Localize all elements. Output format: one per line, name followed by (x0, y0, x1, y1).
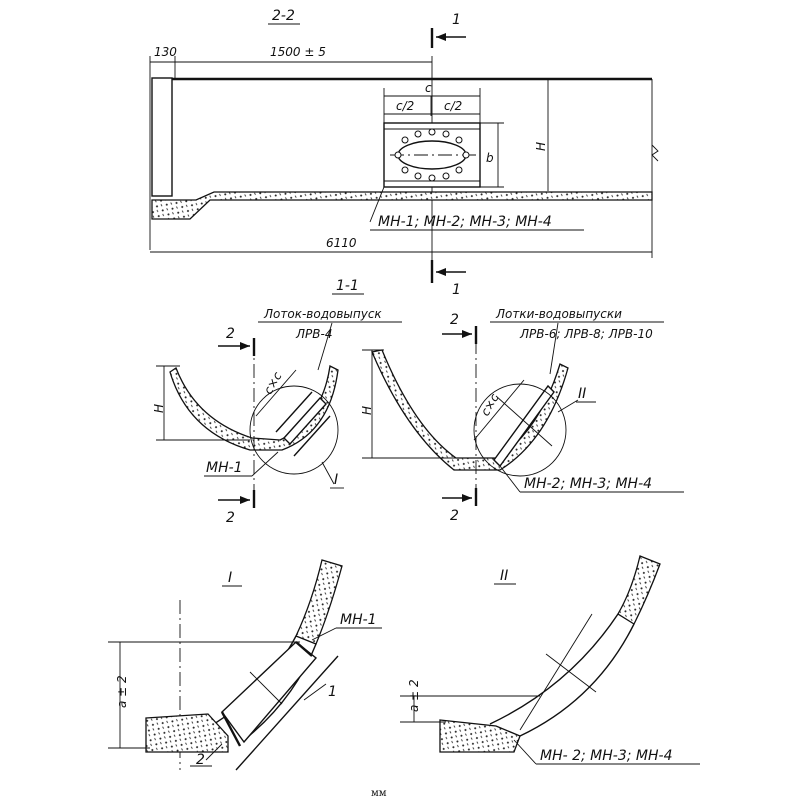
dim-130: 130 (154, 45, 177, 59)
detail-II-parts-label: МН- 2; МН-3; МН-4 (540, 748, 672, 764)
detail-ref-left: I (334, 472, 338, 488)
section-2-2-title: 2-2 (272, 8, 295, 24)
parts-label-2-2: МН-1; МН-2; МН-3; МН-4 (378, 214, 552, 230)
cut-marker-1-top: 1 (430, 12, 466, 48)
cut-left-top: 2 (226, 326, 235, 342)
dim-cxc-left: c×c (261, 369, 285, 396)
dim-h-2-2: H (534, 142, 548, 151)
detail-I-title: I (228, 570, 232, 586)
unit-label: мм (371, 788, 387, 799)
cut-marker-1-bottom: 1 (430, 260, 466, 298)
detail-I: I a ± 2 МН-1 1 2 (108, 559, 382, 771)
section-2-2: 2-2 1 130 1500 ± 5 H (149, 8, 659, 298)
dim-h-left: H (152, 404, 166, 413)
section-1-1-right: Лотки-водовыпуски ЛРВ-6; ЛРВ-8; ЛРВ-10 2… (360, 307, 684, 524)
dim-c-half-left: c/2 (396, 99, 414, 113)
cut-left-bottom: 2 (226, 510, 235, 526)
dim-a-I: a ± 2 (115, 675, 129, 708)
dim-h-right: H (360, 406, 374, 415)
embedded-plate: c c/2 c/2 b (369, 81, 504, 223)
dim-b: b (486, 151, 494, 165)
parts-label-right: МН-2; МН-3; МН-4 (524, 476, 652, 492)
detail-II: II a ± 2 МН- 2; МН-3; МН-4 (400, 555, 700, 765)
dim-6110: 6110 (326, 236, 357, 250)
cut-marker-bottom-label: 1 (452, 282, 461, 298)
detail-II-title: II (500, 568, 508, 584)
section-1-1-title: 1-1 (336, 278, 359, 294)
detail-ref-right: II (578, 386, 586, 402)
callout-left-line2: ЛРВ-4 (295, 327, 332, 341)
dim-a-II: a ± 2 (407, 679, 421, 712)
dim-c: c (425, 81, 432, 95)
cut-right-top: 2 (450, 312, 459, 328)
cut-right-bottom: 2 (450, 508, 459, 524)
callout-right-line1: Лотки-водовыпуски (495, 307, 622, 321)
detail-I-pos-1: 1 (328, 684, 337, 700)
dim-c-half-right: c/2 (444, 99, 462, 113)
callout-right-line2: ЛРВ-6; ЛРВ-8; ЛРВ-10 (519, 327, 653, 341)
detail-I-pos-2: 2 (196, 752, 205, 768)
cut-marker-top-label: 1 (452, 12, 461, 28)
detail-I-part-label: МН-1 (340, 612, 377, 628)
callout-left-line1: Лоток-водовыпуск (263, 307, 382, 321)
part-label-left: МН-1 (206, 460, 243, 476)
dim-1500: 1500 ± 5 (270, 45, 326, 59)
section-1-1-left: Лоток-водовыпуск ЛРВ-4 2 H c×c МН-1 I (152, 307, 402, 526)
